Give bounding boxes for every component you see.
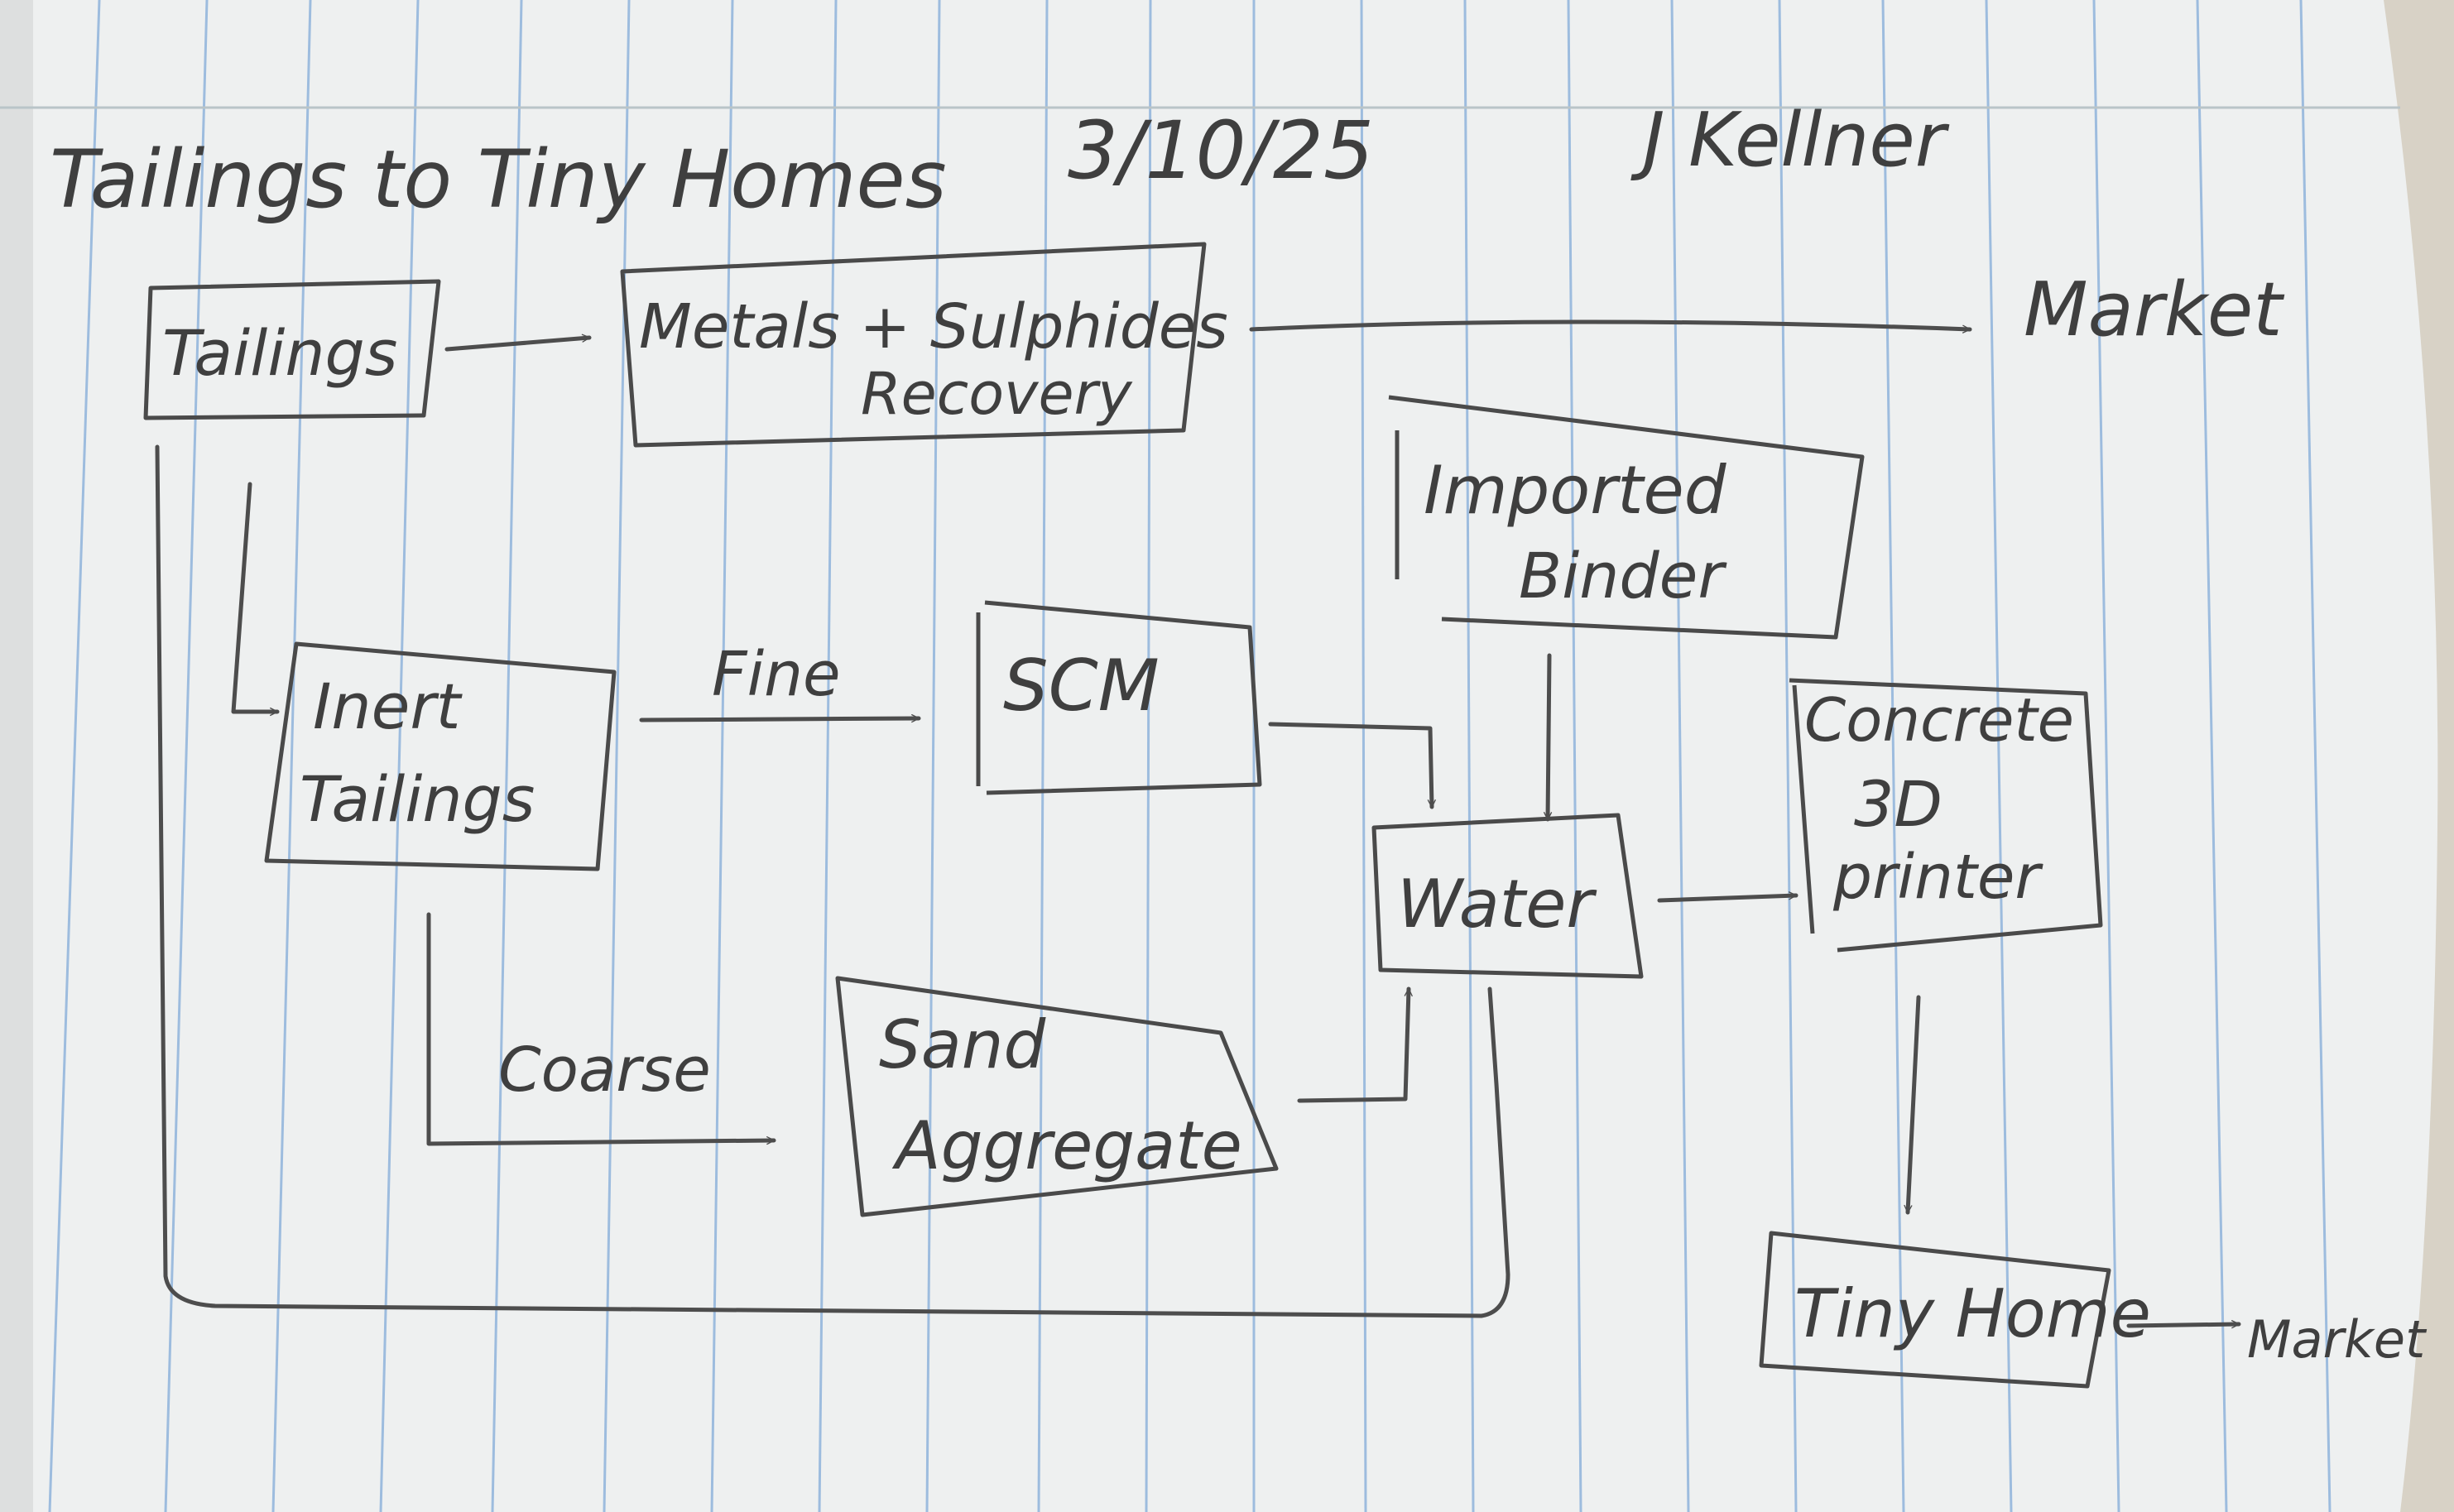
loop-tailings-to-water [155, 444, 1510, 1318]
sand-label-1: Sand [879, 1006, 1047, 1083]
diagram-date: 3/10/25 [1068, 104, 1374, 197]
arrow-metals-to-market [1249, 319, 1972, 334]
printer-label-1: Concrete [1804, 685, 2074, 755]
inert-label-2: Tailings [300, 762, 535, 836]
scm-label: SCM [1003, 645, 1160, 727]
tiny-home-label: Tiny Home [1794, 1275, 2151, 1352]
binder-label-1: Imported [1424, 452, 1727, 529]
binder-label-2: Binder [1519, 539, 1727, 612]
metals-label-2: Recovery [861, 360, 1133, 428]
tiny-home-node: Tiny Home [1759, 1231, 2151, 1389]
left-shadow [0, 0, 33, 1512]
scm-node: SCM [976, 600, 1262, 795]
arrow-sand-to-water [1297, 986, 1413, 1103]
author-name: J Kellner [1630, 97, 1950, 184]
arrow-tailings-to-inert [231, 482, 280, 717]
inert-tailings-node: Inert Tailings [264, 641, 617, 871]
water-node: Water [1371, 813, 1644, 979]
metals-label-1: Metals + Sulphides [639, 291, 1228, 362]
coarse-edge-label: Coarse [498, 1034, 711, 1106]
market-top-label: Market [2024, 266, 2285, 353]
inert-label-1: Inert [313, 670, 463, 743]
arrow-tailings-to-metals [444, 334, 592, 352]
arrow-home-to-market [2126, 1320, 2241, 1329]
printer-label-2: 3D [1854, 767, 1943, 841]
arrow-binder-to-water [1544, 653, 1553, 822]
connectors [155, 319, 2241, 1329]
tailings-node: Tailings [143, 279, 441, 420]
arrow-water-to-printer [1657, 891, 1798, 903]
arrow-inert-to-scm [639, 713, 921, 723]
arrow-inert-to-sand [426, 912, 776, 1146]
arrow-printer-to-home [1904, 995, 1921, 1215]
metals-recovery-node: Metals + Sulphides Recovery [620, 242, 1228, 448]
arrow-scm-to-water [1268, 722, 1436, 809]
diagram-title: Tailings to Tiny Homes [50, 133, 947, 226]
fine-edge-label: Fine [712, 639, 841, 710]
printer-label-3: printer [1832, 842, 2043, 913]
water-label: Water [1397, 866, 1597, 943]
sand-label-2: Aggregate [891, 1107, 1242, 1184]
imported-binder-node: Imported Binder [1388, 395, 1865, 640]
ruled-lines [48, 0, 2332, 1512]
concrete-printer-node: Concrete 3D printer [1789, 678, 2103, 953]
sand-aggregate-node: Sand Aggregate [835, 976, 1279, 1217]
market-bottom-label: Market [2247, 1309, 2428, 1370]
tailings-label: Tailings [162, 316, 397, 390]
